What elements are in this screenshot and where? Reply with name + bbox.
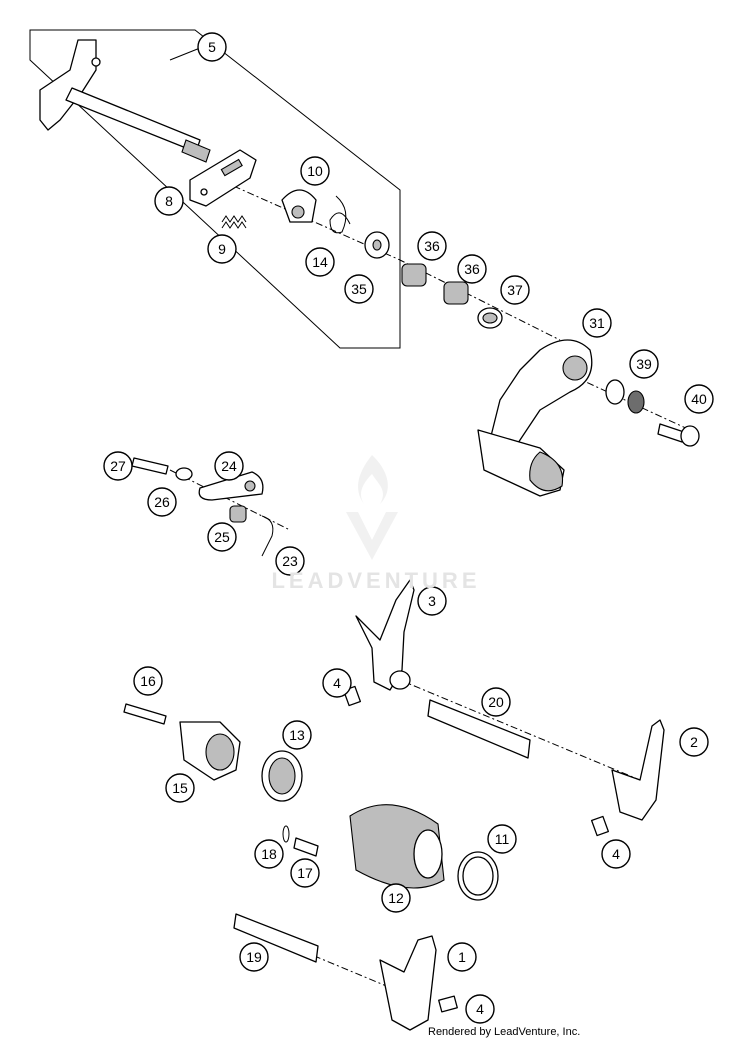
svg-text:4: 4 [612,846,620,862]
callout-23: 23 [275,546,305,576]
callout-4-c: 4 [465,994,495,1024]
callout-3: 3 [417,586,447,616]
callout-39: 39 [629,349,659,379]
callout-40: 40 [684,384,714,414]
svg-text:10: 10 [307,163,323,179]
shift-plate-part [189,149,257,207]
svg-text:13: 13 [289,727,305,743]
callout-31: 31 [582,308,612,338]
ring-part [457,851,499,901]
callout-36-a: 36 [417,231,447,261]
svg-text:8: 8 [165,193,173,209]
svg-text:4: 4 [333,675,341,691]
svg-text:4: 4 [476,1001,484,1017]
callout-15: 15 [165,773,195,803]
svg-text:5: 5 [208,39,216,55]
svg-text:19: 19 [246,949,262,965]
svg-text:39: 39 [636,356,652,372]
callout-36-b: 36 [457,254,487,284]
callout-4-b: 4 [601,839,631,869]
callout-35: 35 [344,274,374,304]
svg-text:16: 16 [140,673,156,689]
callout-11: 11 [487,824,517,854]
svg-text:40: 40 [691,391,707,407]
callout-27: 27 [103,451,133,481]
callout-9: 9 [207,234,237,264]
callout-20: 20 [481,687,511,717]
svg-text:37: 37 [507,282,523,298]
callout-12: 12 [381,883,411,913]
callout-25: 25 [207,522,237,552]
toothed-washer-part [605,379,645,414]
svg-text:3: 3 [428,593,436,609]
svg-text:14: 14 [312,254,328,270]
callout-37: 37 [500,275,530,305]
watermark-text: LEADVENTURE [271,568,481,593]
callout-19: 19 [239,942,269,972]
svg-text:36: 36 [424,238,440,254]
callout-2: 2 [679,727,709,757]
svg-text:25: 25 [214,529,230,545]
callout-26: 26 [147,487,177,517]
callout-14: 14 [305,247,335,277]
callout-18: 18 [254,839,284,869]
callout-17: 17 [290,858,320,888]
svg-text:12: 12 [388,890,404,906]
spring-part [221,215,247,229]
detent-star-part [123,703,241,781]
svg-text:31: 31 [589,315,605,331]
seal-ring-part [477,307,503,329]
fork-rod-part [233,699,531,963]
svg-text:15: 15 [172,780,188,796]
svg-text:1: 1 [458,949,466,965]
svg-text:11: 11 [495,831,510,847]
svg-text:18: 18 [261,846,277,862]
callout-24: 24 [214,451,244,481]
callout-10: 10 [300,156,330,186]
shift-fork-part [355,579,665,1031]
svg-text:26: 26 [154,494,170,510]
rendered-by-credit: Rendered by LeadVenture, Inc. [428,1026,581,1038]
svg-text:2: 2 [690,734,698,750]
svg-text:9: 9 [218,241,226,257]
callout-16: 16 [133,666,163,696]
svg-text:17: 17 [297,865,313,881]
svg-text:36: 36 [464,261,480,277]
svg-text:35: 35 [351,281,367,297]
svg-text:23: 23 [282,553,298,569]
guide-part [281,189,317,223]
callout-1: 1 [447,942,477,972]
pin-washer-part [282,825,319,857]
subassembly-frame [29,29,401,349]
needle-bearing-part [401,263,469,305]
shift-drum-part [349,804,445,889]
shift-lever-part [477,339,593,497]
watermark-logo-icon [346,455,398,560]
clip-spring-part [329,195,351,234]
shift-shaft-part [39,39,211,163]
callout-4-a: 4 [322,668,352,698]
bolt-part [657,423,700,447]
svg-text:27: 27 [110,458,126,474]
callout-13: 13 [282,720,312,750]
bearing-part [261,750,303,802]
small-lever-assembly-part [131,457,274,557]
callout-5: 5 [197,32,227,62]
svg-text:20: 20 [488,694,504,710]
svg-text:24: 24 [221,458,237,474]
washer-part [364,231,390,259]
callout-8: 8 [154,186,184,216]
